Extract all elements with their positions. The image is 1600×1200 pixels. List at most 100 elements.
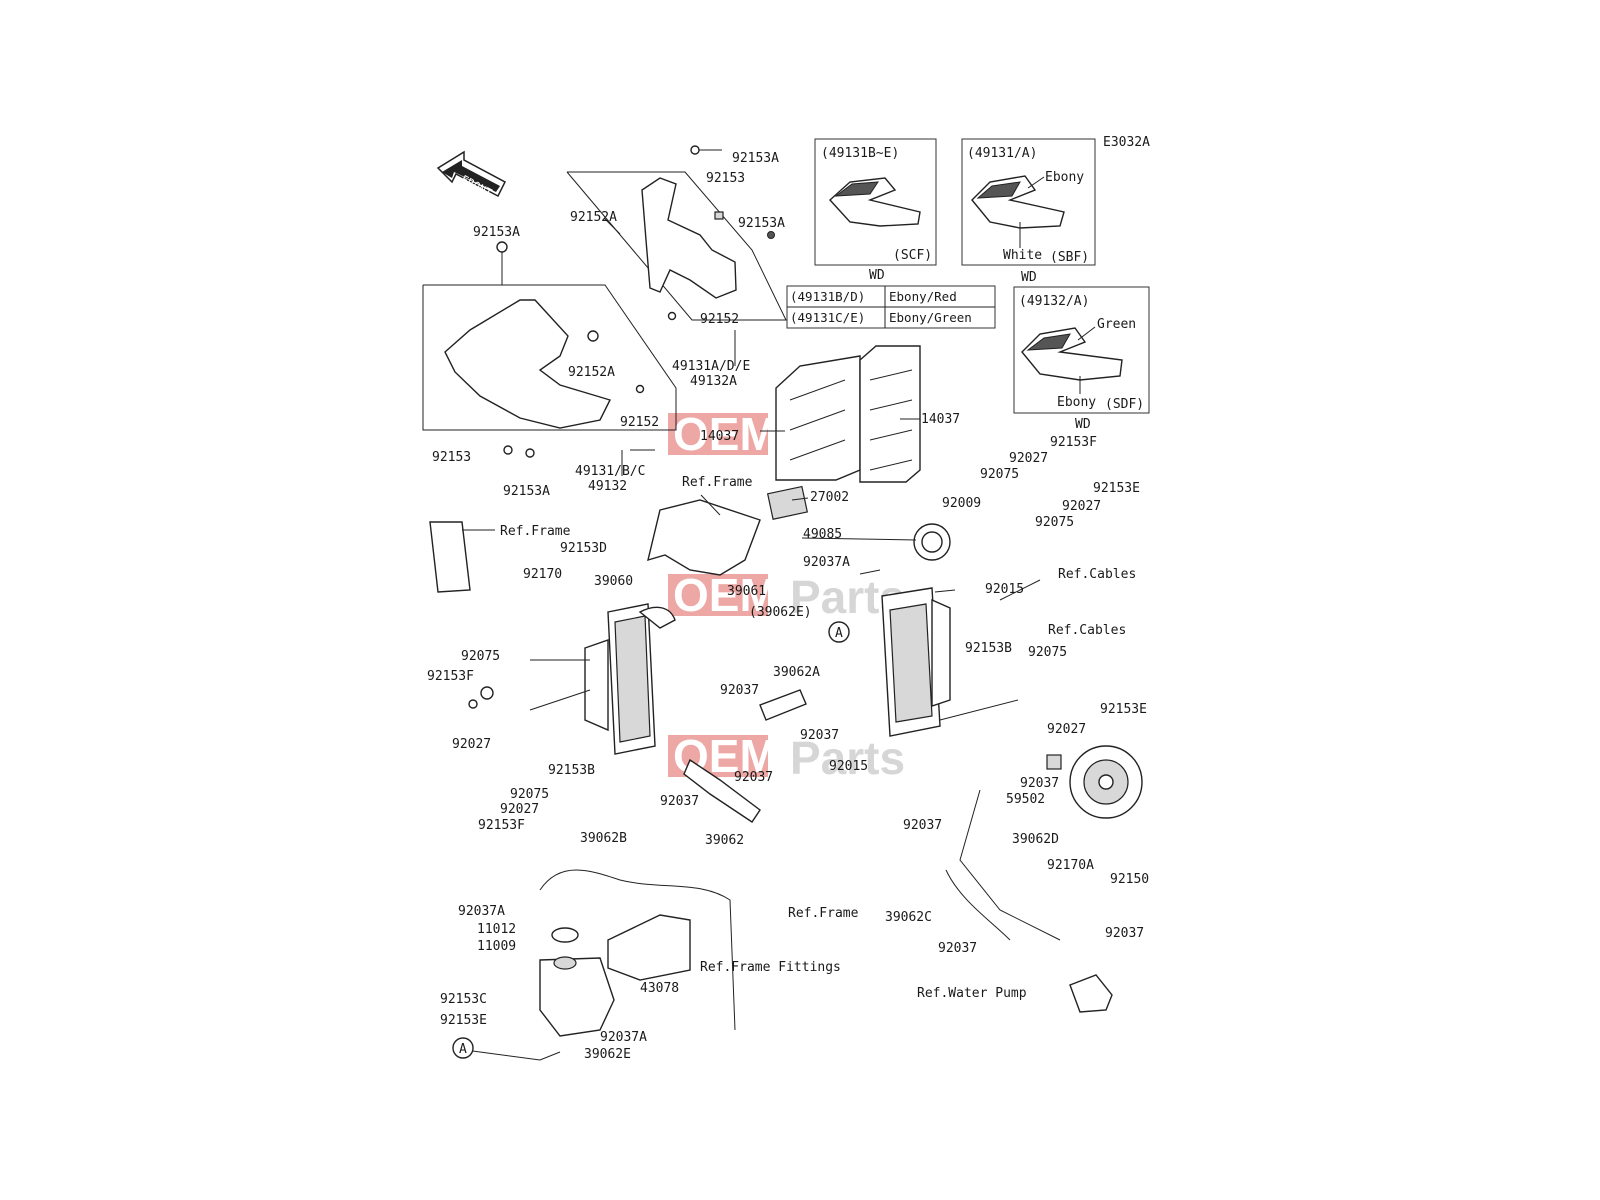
part-label: 49132 xyxy=(588,479,627,494)
radiator-guards xyxy=(775,345,921,483)
part-label: 14037 xyxy=(700,429,739,444)
part-label: 92009 xyxy=(942,496,981,511)
part-label: 39061 xyxy=(727,584,766,599)
color-table: (49131B/D) Ebony/Red (49131C/E) Ebony/Gr… xyxy=(786,285,996,329)
variant-region: WD xyxy=(869,268,885,283)
part-label: 92170A xyxy=(1047,858,1094,873)
part-label: 92027 xyxy=(1047,722,1086,737)
part-label: Ref.Water Pump xyxy=(917,986,1027,1001)
part-label: 92037 xyxy=(800,728,839,743)
part-label: 92152A xyxy=(570,210,617,225)
part-label: 39062B xyxy=(580,831,627,846)
part-label: 39062D xyxy=(1012,832,1059,847)
watermark-oem: OEM xyxy=(673,569,778,621)
variant-box-2: (49131/A) Ebony White (SBF) WD xyxy=(961,138,1096,285)
hoses xyxy=(464,689,1061,1061)
color-table-code: (49131C/E) xyxy=(790,310,865,325)
part-label: 11012 xyxy=(477,922,516,937)
water-pump xyxy=(1069,974,1113,1013)
variant-box-3: (49132/A) Green Ebony (SDF) WD xyxy=(1013,286,1150,432)
part-label: 92037 xyxy=(734,770,773,785)
part-label: 92152 xyxy=(620,415,659,430)
reservoir-tank xyxy=(539,914,691,1037)
left-radiator xyxy=(468,603,676,755)
part-label: Ref.Cables xyxy=(1058,567,1136,582)
variant-box-1: (49131B~E) (SCF) WD xyxy=(814,138,937,283)
part-label: Ref.Cables xyxy=(1048,623,1126,638)
part-label: 43078 xyxy=(640,981,679,996)
part-label: 92037A xyxy=(458,904,505,919)
part-label: 92153C xyxy=(440,992,487,1007)
variant-color-bottom: Ebony xyxy=(1057,395,1096,410)
part-label: Ref.Frame Fittings xyxy=(700,960,841,975)
part-label: 92015 xyxy=(985,582,1024,597)
part-label: 39062E xyxy=(584,1047,631,1062)
part-label: 92153E xyxy=(1100,702,1147,717)
variant-code: (49131/A) xyxy=(967,146,1037,161)
right-radiator xyxy=(881,523,951,737)
part-label: 92037 xyxy=(720,683,759,698)
part-label: 92153F xyxy=(1050,435,1097,450)
part-label: 49132A xyxy=(690,374,737,389)
right-shroud-group xyxy=(566,145,787,321)
part-label: Ref.Frame xyxy=(682,475,753,490)
watermark-parts: Parts xyxy=(790,732,905,784)
variant-color-top: Ebony xyxy=(1045,170,1084,185)
part-label: 92075 xyxy=(510,787,549,802)
part-label: 92027 xyxy=(500,802,539,817)
variant-code: (49131B~E) xyxy=(821,146,899,161)
part-label: 92027 xyxy=(452,737,491,752)
part-label: 92153F xyxy=(427,669,474,684)
variant-color-bottom: White xyxy=(1003,248,1042,263)
variant-spec: (SDF) xyxy=(1105,397,1144,412)
part-labels: 92153A 92153 92152A 92153A 92152 49131A/… xyxy=(427,151,1149,1062)
part-label: 92153E xyxy=(1093,481,1140,496)
part-label: 92153B xyxy=(548,763,595,778)
part-label: 92153D xyxy=(560,541,607,556)
part-label: Ref.Frame xyxy=(500,524,571,539)
part-label: 92027 xyxy=(1062,499,1101,514)
watermark-oem: OEM xyxy=(673,408,778,460)
part-label: 92153E xyxy=(440,1013,487,1028)
marker-a-label: A xyxy=(835,626,843,641)
part-label: 92015 xyxy=(829,759,868,774)
leader-lines xyxy=(529,330,1041,721)
part-label: 92037 xyxy=(1020,776,1059,791)
cooling-fan xyxy=(1046,745,1143,819)
part-label: Ref.Frame xyxy=(788,906,859,921)
part-label: 92075 xyxy=(1035,515,1074,530)
part-label: 92152A xyxy=(568,365,615,380)
part-label: 49131/B/C xyxy=(575,464,645,479)
variant-region: WD xyxy=(1021,270,1037,285)
diagram-id: E3032A xyxy=(1103,135,1150,150)
marker-a-label: A xyxy=(459,1042,467,1057)
part-label: 92150 xyxy=(1110,872,1149,887)
part-label: 59502 xyxy=(1006,792,1045,807)
variant-code: (49132/A) xyxy=(1019,294,1089,309)
part-label: 27002 xyxy=(810,490,849,505)
part-label: (39062E) xyxy=(749,605,812,620)
variant-spec: (SCF) xyxy=(893,248,932,263)
part-label: 92153B xyxy=(965,641,1012,656)
part-label: 92037 xyxy=(903,818,942,833)
part-label: 39062 xyxy=(705,833,744,848)
part-label: 92037A xyxy=(600,1030,647,1045)
part-label: 92037 xyxy=(938,941,977,956)
part-label: 92170 xyxy=(523,567,562,582)
part-label: 39062A xyxy=(773,665,820,680)
part-label: 39062C xyxy=(885,910,932,925)
variant-region: WD xyxy=(1075,417,1091,432)
part-label: 92075 xyxy=(1028,645,1067,660)
front-arrow-icon: FRONT xyxy=(436,150,506,200)
part-label: 92075 xyxy=(980,467,1019,482)
part-label: 92075 xyxy=(461,649,500,664)
part-label: 92153 xyxy=(706,171,745,186)
part-label: 49085 xyxy=(803,527,842,542)
color-table-color: Ebony/Green xyxy=(889,310,972,325)
reference-marker-a: A A xyxy=(452,621,850,1059)
part-label: 11009 xyxy=(477,939,516,954)
part-label: 92037 xyxy=(660,794,699,809)
part-label: 92153A xyxy=(738,216,785,231)
part-label: 92027 xyxy=(1009,451,1048,466)
